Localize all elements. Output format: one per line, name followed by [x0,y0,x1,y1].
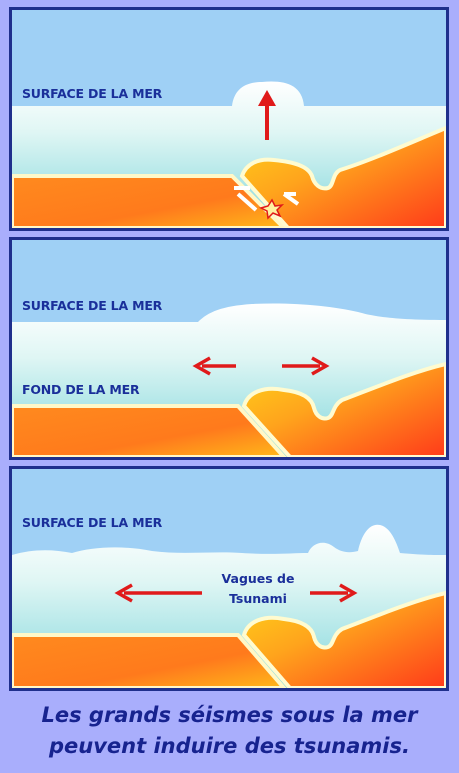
wave-label: Vagues de Tsunami [208,569,308,609]
surface-label: SURFACE DE LA MER [22,86,163,101]
caption: Les grands séismes sous la mer peuvent i… [0,700,459,762]
panel-uplift: SURFACE DE LA MER [9,7,449,231]
surface-label: SURFACE DE LA MER [22,515,163,530]
right-plate [239,125,446,228]
wave-label-line-2: Tsunami [229,591,287,606]
wave-label-line-1: Vagues de [221,571,295,586]
panel-tsunami-illustration [12,524,446,688]
panel-tsunami-waves: SURFACE DE LA MER Vagues de Tsunami [9,466,449,691]
slip-arrow-right [282,192,300,206]
panel-spreading-illustration [12,303,446,457]
right-plate [241,590,446,688]
panel-uplift-illustration [12,81,446,228]
surface-label: SURFACE DE LA MER [22,298,163,313]
caption-line-2: peuvent induire des tsunamis. [49,734,410,758]
panel-spreading: SURFACE DE LA MER FOND DE LA MER [9,237,449,460]
right-plate [241,361,446,457]
slip-arrow-left [234,186,258,212]
caption-line-1: Les grands séismes sous la mer [41,703,418,727]
left-plate [12,404,287,457]
epicenter-star-icon [258,198,285,220]
left-plate [12,174,287,228]
seafloor-label: FOND DE LA MER [22,382,140,397]
left-plate [12,633,287,688]
